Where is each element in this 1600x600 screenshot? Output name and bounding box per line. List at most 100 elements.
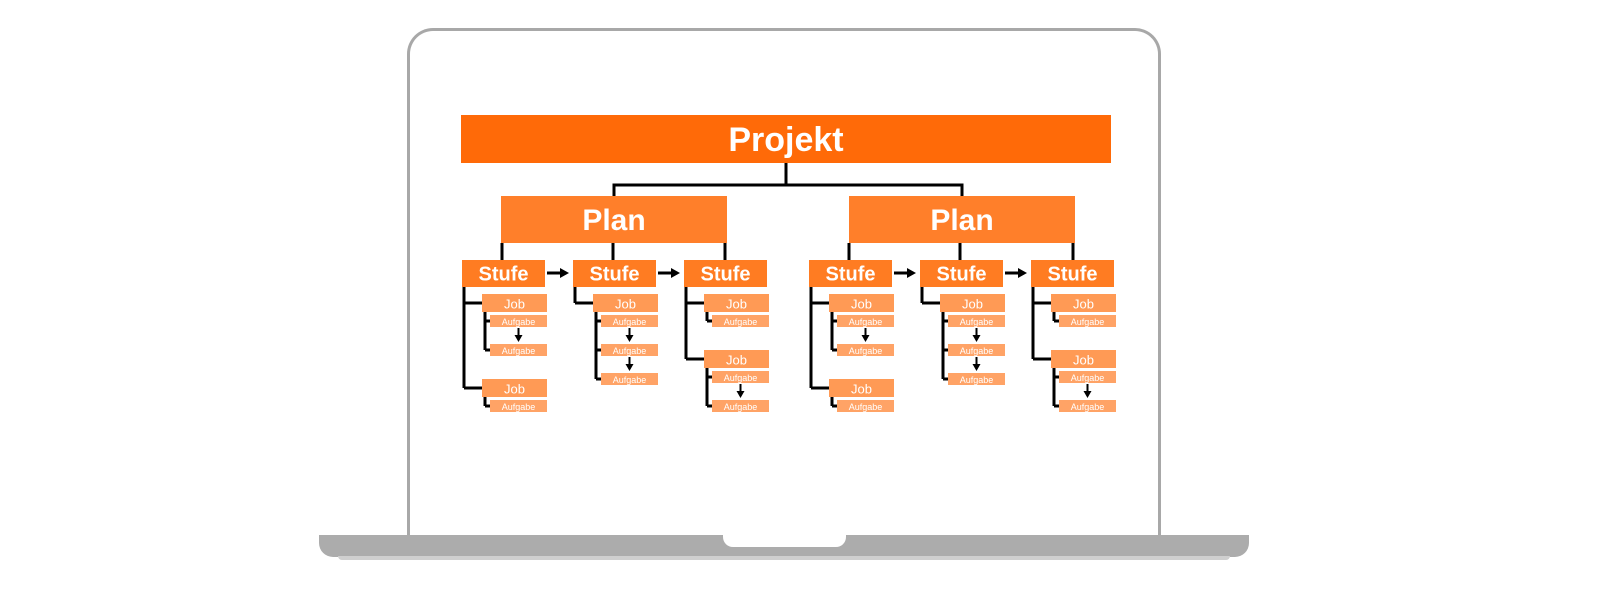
aufgabe-node: Aufgabe [948,373,1005,385]
aufgabe-node-box [837,400,894,412]
aufgabe-node: Aufgabe [837,400,894,412]
sequence-arrows [514,268,1092,398]
projekt-node-label: Projekt [728,121,843,159]
aufgabe-node-box [490,344,547,356]
aufgabe-node: Aufgabe [948,344,1005,356]
stufe-job-connector [1031,287,1051,361]
job-aufgabe-connector [1052,368,1059,408]
job-aufgabe-connector [483,312,490,352]
aufgabe-node-label: Aufgabe [502,402,536,412]
stufe-node-label: Stufe [479,264,529,286]
job-node: Job [1051,350,1116,368]
aufgabe-node-box [712,315,769,327]
stufe-job-connector [809,287,829,390]
aufgabe-node-box [1059,371,1116,383]
laptop-base-shadow [338,556,1230,560]
aufgabe-node-label: Aufgabe [1071,402,1105,412]
job-node-label: Job [615,297,636,312]
aufgabe-node-label: Aufgabe [960,317,994,327]
aufgabe-node: Aufgabe [601,344,658,356]
job-node: Job [704,350,769,368]
aufgabe-node: Aufgabe [1059,315,1116,327]
job-node-label: Job [726,297,747,312]
job-node-box [940,294,1005,312]
job-node-label: Job [504,297,525,312]
job-aufgabe-connector [705,368,712,408]
job-node-box [1051,294,1116,312]
plan-node-label: Plan [582,204,645,237]
job-aufgabe-connector [830,312,837,352]
stufe-node-label: Stufe [590,264,640,286]
stufe-node-box [809,260,892,287]
aufgabe-node-label: Aufgabe [613,346,647,356]
aufgabe-node-box [490,400,547,412]
stufe-node-box [1031,260,1114,287]
job-node: Job [829,294,894,312]
connector-lines [462,163,1075,408]
job-aufgabe-connector [941,312,948,381]
stufe-node: Stufe [684,260,767,287]
aufgabe-node: Aufgabe [1059,400,1116,412]
arrow-down-icon [514,335,523,342]
aufgabe-node-label: Aufgabe [502,346,536,356]
stufe-node: Stufe [920,260,1003,287]
aufgabe-node: Aufgabe [837,315,894,327]
job-node: Job [593,294,658,312]
aufgabe-node-label: Aufgabe [613,375,647,385]
job-node-label: Job [1073,297,1094,312]
job-node-box [482,379,547,397]
job-node-box [482,294,547,312]
job-node-label: Job [504,382,525,397]
job-node-label: Job [726,353,747,368]
aufgabe-node-label: Aufgabe [1071,317,1105,327]
job-aufgabe-connector [830,397,837,408]
job-aufgabe-connector [483,397,490,408]
aufgabe-node: Aufgabe [1059,371,1116,383]
aufgabe-node: Aufgabe [712,315,769,327]
aufgabe-node-label: Aufgabe [960,346,994,356]
aufgabe-node-label: Aufgabe [849,402,883,412]
diagram-nodes: ProjektPlanStufeJobAufgabeAufgabeJobAufg… [461,115,1116,412]
plan-node-label: Plan [930,204,993,237]
job-node-box [704,350,769,368]
job-node: Job [704,294,769,312]
projekt-node: Projekt [461,115,1111,163]
arrow-down-icon [861,335,870,342]
aufgabe-node: Aufgabe [601,315,658,327]
arrow-right-icon [1018,268,1027,278]
aufgabe-node-box [601,373,658,385]
aufgabe-node-box [490,315,547,327]
arrow-down-icon [972,335,981,342]
job-node-label: Job [962,297,983,312]
stufe-job-connector [684,287,704,361]
arrow-down-icon [972,364,981,371]
arrow-right-icon [907,268,916,278]
aufgabe-node: Aufgabe [490,315,547,327]
aufgabe-node: Aufgabe [490,400,547,412]
aufgabe-node-box [601,315,658,327]
job-node-label: Job [851,382,872,397]
aufgabe-node: Aufgabe [837,344,894,356]
aufgabe-node-box [948,315,1005,327]
stufe-node: Stufe [1031,260,1114,287]
aufgabe-node: Aufgabe [712,400,769,412]
aufgabe-node: Aufgabe [490,344,547,356]
job-node-box [829,379,894,397]
stufe-node-label: Stufe [826,264,876,286]
job-node-box [1051,350,1116,368]
plan-node-box [501,196,727,243]
job-aufgabe-connector [594,312,601,381]
arrow-right-icon [671,268,680,278]
job-node-box [593,294,658,312]
aufgabe-node-label: Aufgabe [1071,373,1105,383]
job-node: Job [829,379,894,397]
aufgabe-node-box [837,315,894,327]
plan-node: Plan [849,196,1075,243]
stufe-node-label: Stufe [1048,264,1098,286]
aufgabe-node-box [712,371,769,383]
job-node: Job [940,294,1005,312]
stufe-node-box [920,260,1003,287]
stufe-node-box [573,260,656,287]
stufe-node-label: Stufe [937,264,987,286]
aufgabe-node-label: Aufgabe [724,317,758,327]
